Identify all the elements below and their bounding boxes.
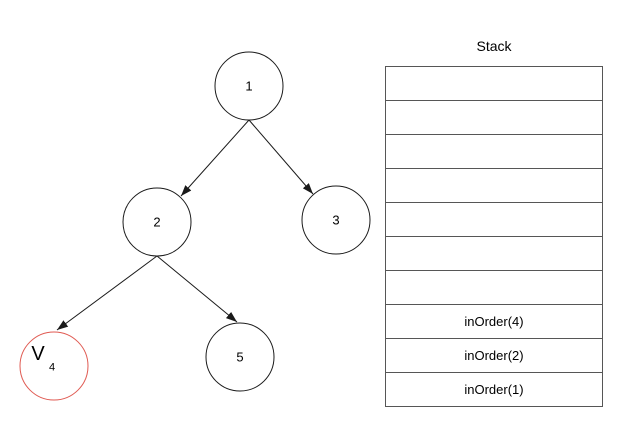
stack-table: inOrder(4) inOrder(2) inOrder(1) — [385, 66, 603, 407]
stack-cell-5 — [386, 236, 602, 270]
node-1-label: 1 — [245, 79, 252, 94]
stack-cell-2 — [386, 134, 602, 168]
stack-cell-0 — [386, 67, 602, 100]
tree-node-3: 3 — [301, 185, 371, 255]
node-1-circle — [214, 51, 284, 121]
tree-node-1: 1 — [214, 51, 284, 121]
edge-1-3 — [248, 119, 314, 195]
node-3-circle — [301, 185, 371, 255]
stack-cell-4 — [386, 202, 602, 236]
node-4-visited-label: V — [31, 343, 45, 365]
stack-cell-3 — [386, 168, 602, 202]
stack-cell-9: inOrder(1) — [386, 372, 602, 406]
stack-cell-7: inOrder(4) — [386, 304, 602, 338]
node-2-label: 2 — [153, 215, 160, 230]
tree-node-2: 2 — [122, 187, 192, 257]
stack-cell-8: inOrder(2) — [386, 338, 602, 372]
edge-2-5 — [156, 255, 238, 323]
node-5-label: 5 — [236, 350, 243, 365]
node-4-visited-subscript: 4 — [49, 362, 55, 374]
node-3-label: 3 — [332, 213, 339, 228]
edge-2-4 — [56, 255, 158, 331]
stack-title: Stack — [476, 38, 512, 54]
binary-tree-diagram: 1 2 3 V 4 5 — [19, 51, 371, 401]
node-4-visited-circle — [19, 331, 89, 401]
stack-cell-1 — [386, 100, 602, 134]
edge-1-2 — [180, 119, 250, 197]
tree-node-4-visited: V 4 — [19, 331, 89, 401]
stack-cell-6 — [386, 270, 602, 304]
node-5-circle — [205, 322, 275, 392]
tree-node-5: 5 — [205, 322, 275, 392]
node-2-circle — [122, 187, 192, 257]
